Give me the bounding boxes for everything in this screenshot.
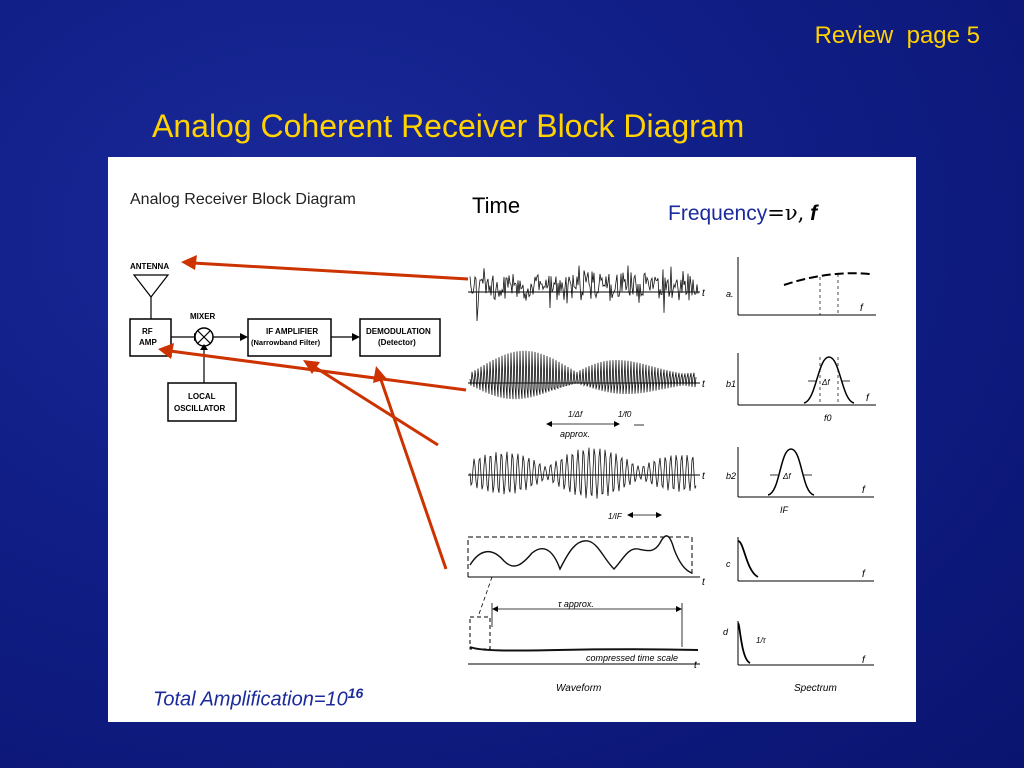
waveform-bandpass: t 1/Δf approx. 1/f0 <box>468 350 706 439</box>
svg-text:t: t <box>694 660 698 671</box>
spectrum-b1: Δf b1 f0 f <box>726 353 876 423</box>
slide-number: Review page 5 <box>814 22 980 49</box>
waveform-noise: t <box>468 265 706 322</box>
local-oscillator-block <box>167 382 237 422</box>
slide-title: Analog Coherent Receiver Block Diagram <box>152 108 745 144</box>
mixer-label: MIXER <box>190 312 216 321</box>
approx-label: approx. <box>560 429 590 439</box>
svg-text:t: t <box>702 471 706 482</box>
frequency-label: Frequency=ν, f <box>668 201 817 226</box>
svg-text:IF: IF <box>780 505 789 515</box>
waveform-if: t 1/IF <box>468 447 706 521</box>
svg-text:f: f <box>860 303 864 314</box>
spectrum-a: a. f <box>726 257 876 316</box>
compressed-time-label: compressed time scale <box>586 653 678 663</box>
frequency-f: f <box>810 202 818 225</box>
svg-text:b2: b2 <box>726 471 736 481</box>
if-amplifier-label-1: IF AMPLIFIER <box>266 327 318 336</box>
svg-text:a.: a. <box>726 289 734 299</box>
demodulation-block <box>359 318 441 357</box>
frequency-nu: ν <box>784 201 798 225</box>
figure-panel: Analog Receiver Block Diagram ANTENNA RF… <box>108 157 916 722</box>
antenna-symbol: ANTENNA <box>130 262 169 319</box>
waveform-detected: t <box>467 535 706 588</box>
if-amplifier-block <box>247 318 332 357</box>
svg-text:c: c <box>726 559 731 569</box>
time-label: Time <box>472 193 521 218</box>
svg-text:Δf: Δf <box>821 378 830 387</box>
pointer-arrows <box>158 255 469 570</box>
rf-amp-label-1: RF <box>142 327 153 336</box>
one-over-f0: 1/f0 <box>618 410 632 419</box>
total-amplification: Total Amplification=1016 <box>153 685 363 712</box>
spectrum-c: c f <box>726 537 874 582</box>
demodulation-label-1: DEMODULATION <box>366 327 431 336</box>
antenna-label: ANTENNA <box>130 262 169 271</box>
tau-approx-label: τ approx. <box>558 599 594 609</box>
demodulation-label-2: (Detector) <box>378 338 416 347</box>
if-amplifier-label-2: (Narrowband Filter) <box>251 338 321 347</box>
svg-text:t: t <box>702 288 706 299</box>
svg-text:t: t <box>702 577 706 588</box>
svg-text:f: f <box>866 393 870 404</box>
block-diagram-title: Analog Receiver Block Diagram <box>130 191 356 208</box>
local-oscillator-label-1: LOCAL <box>188 392 216 401</box>
local-oscillator-label-2: OSCILLATOR <box>174 404 225 413</box>
rf-amp-label-2: AMP <box>139 338 157 347</box>
diagram-svg: Analog Receiver Block Diagram ANTENNA RF… <box>129 191 876 694</box>
svg-text:Δf: Δf <box>782 472 791 481</box>
frequency-eq: = <box>767 201 785 225</box>
svg-text:1/τ: 1/τ <box>756 636 767 645</box>
total-amplification-text: Total Amplification=10 <box>153 688 348 711</box>
waveform-compressed: τ approx. compressed time scale t Wavefo… <box>468 576 700 694</box>
one-over-delta-f: 1/Δf <box>568 410 583 419</box>
svg-text:f0: f0 <box>824 413 832 423</box>
waveform-caption: Waveform <box>556 683 601 694</box>
svg-text:f: f <box>862 655 866 666</box>
one-over-if: 1/IF <box>608 512 623 521</box>
svg-text:b1: b1 <box>726 379 736 389</box>
svg-text:f: f <box>862 569 866 580</box>
spectrum-b2: Δf b2 IF f <box>726 447 874 515</box>
total-amplification-exponent: 16 <box>347 685 364 701</box>
svg-text:t: t <box>702 379 706 390</box>
svg-text:d: d <box>723 627 729 637</box>
spectrum-d: d 1/τ f Spectrum <box>723 621 874 694</box>
spectrum-caption: Spectrum <box>794 683 837 694</box>
frequency-text: Frequency <box>668 202 768 225</box>
frequency-comma: , <box>797 201 805 225</box>
svg-text:f: f <box>862 485 866 496</box>
